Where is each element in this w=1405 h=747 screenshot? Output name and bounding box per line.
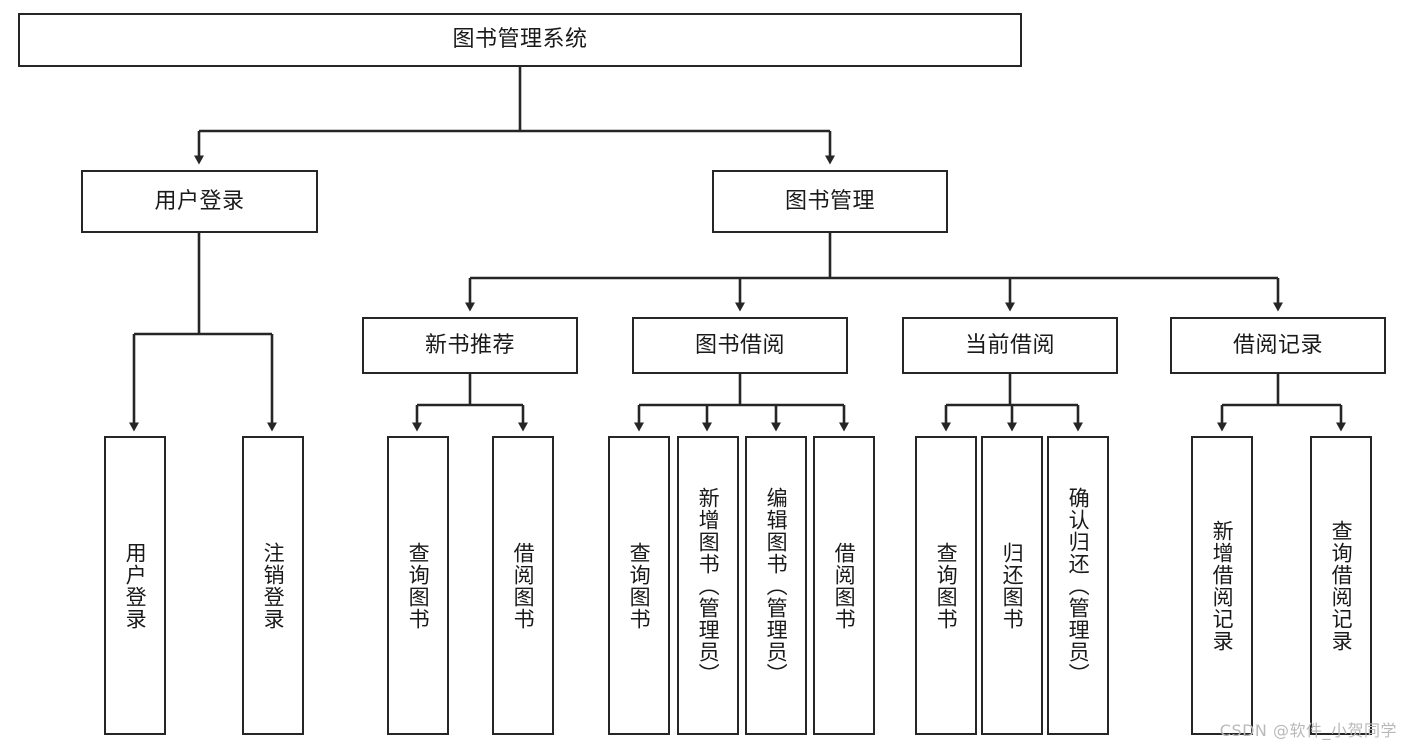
node-label: 查询图书 xyxy=(627,541,652,630)
node-label: 查询图书 xyxy=(934,541,959,630)
node-label: 新增借阅记录 xyxy=(1210,519,1235,652)
node-root[interactable]: 图书管理系统 xyxy=(18,13,1022,67)
leaf-query-book-new[interactable]: 查询图书 xyxy=(387,436,449,735)
node-label: 用户登录 xyxy=(154,188,245,214)
leaf-user-logout[interactable]: 注销登录 xyxy=(242,436,304,735)
node-label: 归还图书 xyxy=(1000,541,1025,630)
leaf-borrow-book[interactable]: 借阅图书 xyxy=(813,436,875,735)
node-label: 图书借阅 xyxy=(694,332,785,358)
node-borrow-records[interactable]: 借阅记录 xyxy=(1170,317,1386,374)
node-label: 借阅图书 xyxy=(832,541,857,630)
node-label: 注销登录 xyxy=(261,541,286,630)
leaf-edit-book-admin[interactable]: 编辑图书（管理员） xyxy=(745,436,807,735)
node-label: 新增图书（管理员） xyxy=(696,486,721,685)
watermark-text: CSDN @软件_小贺同学 xyxy=(1219,721,1397,740)
leaf-query-borrow-record[interactable]: 查询借阅记录 xyxy=(1310,436,1372,735)
node-current-borrow[interactable]: 当前借阅 xyxy=(902,317,1118,374)
node-label: 确认归还（管理员） xyxy=(1066,486,1091,685)
node-label: 图书管理系统 xyxy=(452,27,588,53)
node-label: 借阅图书 xyxy=(511,541,536,630)
node-new-book-recommend[interactable]: 新书推荐 xyxy=(362,317,578,374)
leaf-borrow-book-new[interactable]: 借阅图书 xyxy=(492,436,554,735)
node-label: 借阅记录 xyxy=(1232,332,1323,358)
node-user-login[interactable]: 用户登录 xyxy=(81,170,318,233)
leaf-query-book-current[interactable]: 查询图书 xyxy=(915,436,977,735)
node-label: 编辑图书（管理员） xyxy=(764,486,789,685)
leaf-user-login[interactable]: 用户登录 xyxy=(104,436,166,735)
node-label: 图书管理 xyxy=(784,188,875,214)
node-label: 用户登录 xyxy=(123,541,148,630)
node-book-borrow[interactable]: 图书借阅 xyxy=(632,317,848,374)
node-label: 查询借阅记录 xyxy=(1329,519,1354,652)
node-label: 查询图书 xyxy=(406,541,431,630)
leaf-add-borrow-record[interactable]: 新增借阅记录 xyxy=(1191,436,1253,735)
node-label: 当前借阅 xyxy=(964,332,1055,358)
leaf-return-book[interactable]: 归还图书 xyxy=(981,436,1043,735)
leaf-query-book-borrow[interactable]: 查询图书 xyxy=(608,436,670,735)
node-book-management[interactable]: 图书管理 xyxy=(712,170,948,233)
leaf-add-book-admin[interactable]: 新增图书（管理员） xyxy=(677,436,739,735)
node-label: 新书推荐 xyxy=(424,332,515,358)
leaf-confirm-return-admin[interactable]: 确认归还（管理员） xyxy=(1047,436,1109,735)
